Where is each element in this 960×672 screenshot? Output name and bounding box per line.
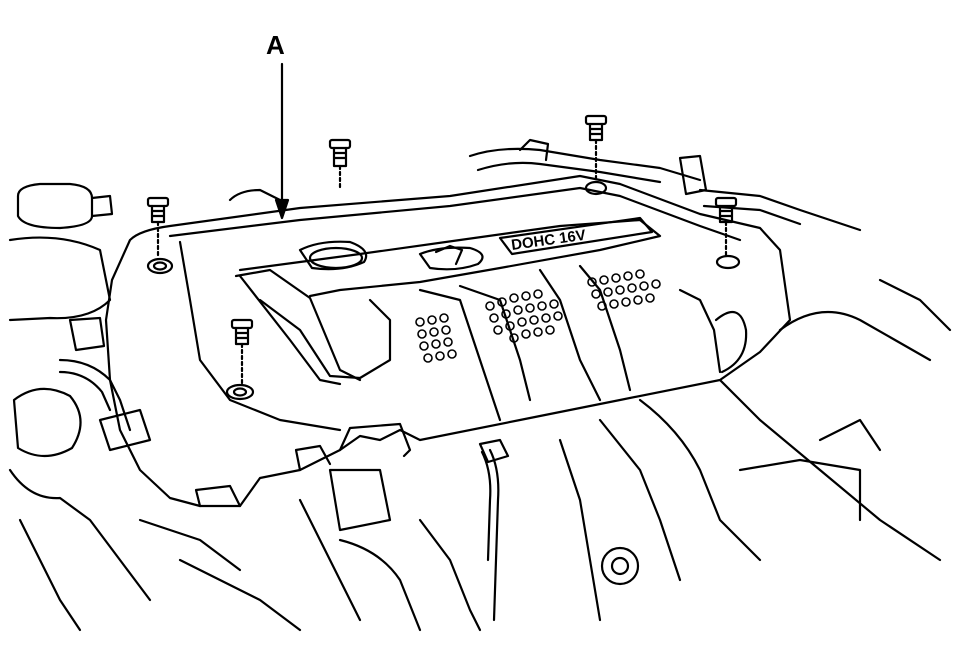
bolt-icon xyxy=(328,138,352,192)
callout-arrow-a xyxy=(274,62,290,220)
bolt-icon xyxy=(146,196,170,258)
bolt-hole xyxy=(146,257,174,275)
bolt-icon xyxy=(230,318,254,386)
engine-bay-background xyxy=(8,138,952,632)
bolt-hole xyxy=(225,383,255,401)
bolt-icon xyxy=(584,114,608,182)
callout-label-a: A xyxy=(266,30,285,60)
bolt-hole xyxy=(584,180,608,196)
engine-cover: DOHC 16V xyxy=(104,174,792,508)
vent-holes xyxy=(415,269,661,363)
bolt-hole xyxy=(715,254,741,270)
bolt-icon xyxy=(714,196,738,258)
bolts xyxy=(146,114,738,386)
